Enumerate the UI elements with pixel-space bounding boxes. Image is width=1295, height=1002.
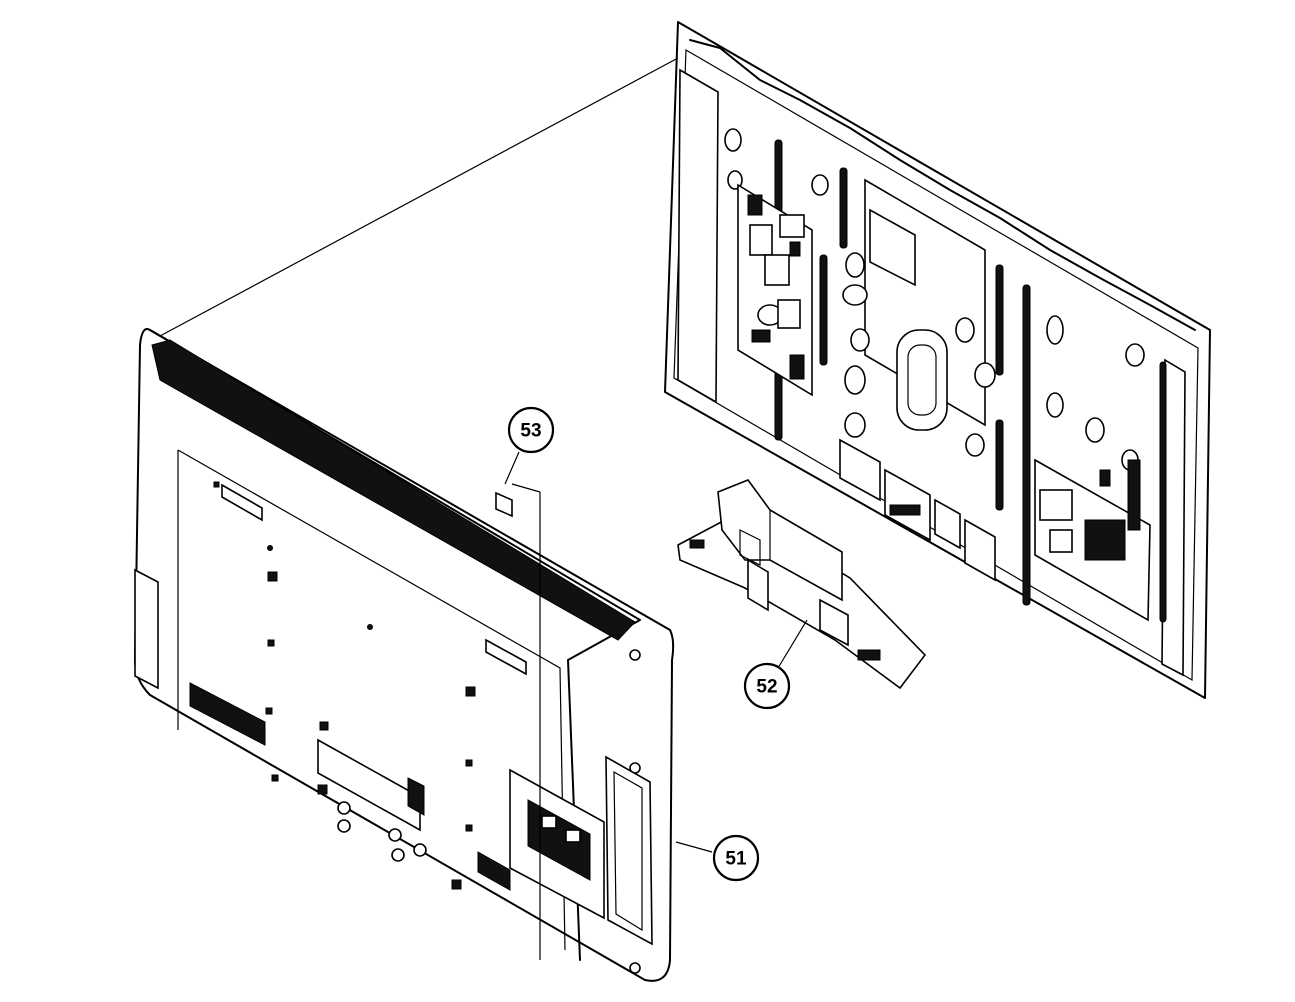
callout-label-52: 52 — [756, 677, 777, 698]
callout-label-53: 53 — [520, 421, 541, 442]
alignment-line — [159, 57, 679, 337]
power-board — [737, 183, 813, 397]
bottom-vent-2 — [477, 851, 511, 891]
screw-holes — [213, 481, 641, 974]
signal-board — [1034, 458, 1151, 622]
callout-label-51: 51 — [725, 849, 747, 870]
side-terminal-slot — [605, 755, 653, 946]
stand-bracket-part-52 — [677, 479, 927, 690]
rear-cabinet-part-51 — [134, 328, 675, 982]
handle-left — [221, 483, 263, 522]
callout-leader-51 — [675, 841, 713, 853]
lcd-panel-assembly — [664, 21, 1211, 699]
handle-right — [485, 638, 527, 676]
terminal-window — [317, 738, 421, 832]
bottom-connectors — [839, 438, 996, 582]
part-53-clip — [495, 483, 541, 960]
bottom-vent — [189, 682, 266, 746]
callout-52: 52 — [743, 662, 791, 710]
callout-51: 51 — [712, 834, 760, 882]
callout-leader-53 — [504, 451, 520, 485]
callout-leader-52 — [777, 619, 808, 669]
callout-53: 53 — [507, 406, 555, 454]
top-vent-band — [151, 339, 636, 641]
